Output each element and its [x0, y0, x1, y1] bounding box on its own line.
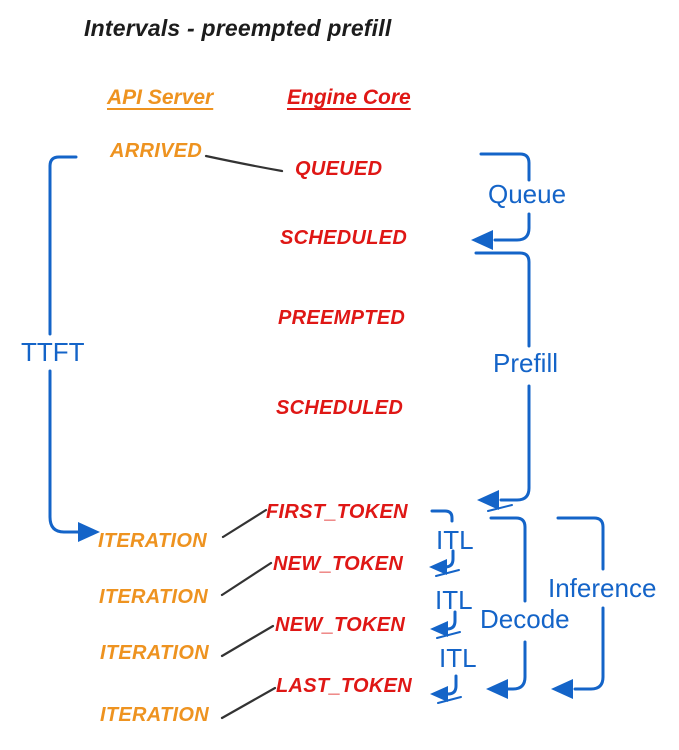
- arrowhead-decode: [486, 679, 508, 699]
- flick-prefill: [487, 504, 513, 512]
- event-arrived: ARRIVED: [110, 140, 203, 162]
- bracket-prefill-bottom: [499, 384, 531, 502]
- event-iteration-3: ITERATION: [100, 642, 209, 664]
- bracket-queue-top: [479, 152, 531, 182]
- arrow-arrived-to-queued: [204, 154, 284, 171]
- event-iteration-2: ITERATION: [99, 586, 208, 608]
- bracket-decode-bottom: [506, 640, 527, 691]
- arrowhead-prefill: [477, 490, 499, 510]
- event-preempted: PREEMPTED: [278, 307, 406, 329]
- event-last-token: LAST_TOKEN: [276, 675, 412, 697]
- interval-label-prefill: Prefill: [493, 348, 559, 378]
- bracket-queue-bottom: [493, 212, 531, 242]
- arrowhead-ttft: [78, 522, 100, 542]
- arrowhead-itl-3: [430, 686, 448, 702]
- event-queued: QUEUED: [295, 158, 383, 180]
- flick-itl-1: [435, 569, 460, 577]
- arrow-last-token-to-iteration-4: [220, 686, 277, 718]
- bracket-ttft-top: [48, 155, 78, 336]
- bracket-inference-bottom: [573, 606, 605, 691]
- event-first-token: FIRST_TOKEN: [266, 501, 408, 523]
- event-scheduled-1: SCHEDULED: [280, 227, 408, 249]
- event-iteration-4: ITERATION: [100, 704, 209, 726]
- arrowhead-itl-2: [430, 621, 448, 637]
- interval-label-decode: Decode: [480, 604, 570, 634]
- interval-label-itl-2: ITL: [435, 585, 473, 615]
- arrowhead-queue: [471, 230, 493, 250]
- bracket-itl-2-hook: [445, 610, 457, 631]
- interval-label-ttft: TTFT: [21, 337, 85, 367]
- arrowhead-inference: [551, 679, 573, 699]
- bracket-itl-1-top: [430, 509, 454, 523]
- column-header-engine-core: Engine Core: [287, 86, 411, 109]
- flick-itl-2: [436, 631, 461, 639]
- arrow-new-token-1-to-iteration-2: [220, 561, 273, 597]
- flick-itl-3: [437, 696, 462, 704]
- event-new-token-2: NEW_TOKEN: [275, 614, 406, 636]
- interval-label-itl-3: ITL: [439, 643, 477, 673]
- interval-label-inference: Inference: [548, 573, 657, 603]
- column-header-api-server: API Server: [107, 86, 214, 109]
- event-iteration-1: ITERATION: [98, 530, 207, 552]
- interval-label-itl-1: ITL: [436, 525, 474, 555]
- bracket-inference-top: [556, 516, 605, 571]
- bracket-decode-top: [489, 516, 527, 603]
- arrow-new-token-2-to-iteration-3: [220, 624, 275, 656]
- bracket-itl-3-hook: [446, 674, 458, 696]
- arrowhead-itl-1: [429, 559, 447, 575]
- event-new-token-1: NEW_TOKEN: [273, 553, 404, 575]
- interval-label-queue: Queue: [488, 179, 567, 209]
- arrow-first-token-to-iteration-1: [221, 508, 268, 537]
- bracket-ttft-bottom: [48, 369, 82, 534]
- bracket-prefill-top: [474, 251, 531, 348]
- event-scheduled-2: SCHEDULED: [276, 397, 404, 419]
- diagram-title: Intervals - preempted prefill: [84, 15, 392, 41]
